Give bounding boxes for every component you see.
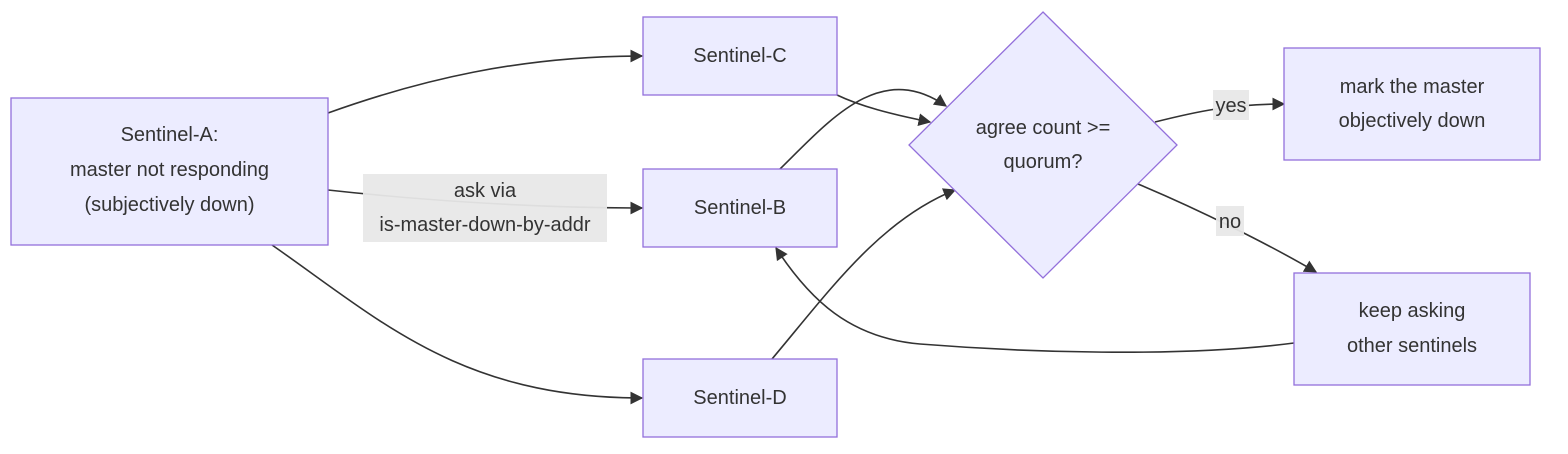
edge-d-to-quorum	[771, 188, 957, 360]
node-sentinel-c: Sentinel-C	[642, 16, 838, 96]
node-sentinel-a-line1: Sentinel-A:	[121, 124, 219, 146]
node-mark-objectively-down: mark the master objectively down	[1283, 47, 1541, 161]
node-keep-asking: keep asking other sentinels	[1293, 272, 1531, 386]
edge-label-yes: yes	[1213, 90, 1249, 120]
node-quorum-line1: agree count >=	[976, 117, 1111, 139]
node-mark-down-line2: objectively down	[1339, 110, 1486, 132]
edge-keep-to-b	[775, 246, 1295, 354]
node-sentinel-b-label: Sentinel-B	[694, 197, 786, 219]
node-quorum-line2: quorum?	[1004, 151, 1083, 173]
node-sentinel-d: Sentinel-D	[642, 358, 838, 438]
edge-label-no-text: no	[1219, 211, 1241, 233]
node-sentinel-c-label: Sentinel-C	[693, 45, 786, 67]
node-quorum-decision: agree count >= quorum?	[908, 11, 1178, 279]
edge-label-ask-via-line2: is-master-down-by-addr	[379, 214, 591, 236]
node-sentinel-a-line3: (subjectively down)	[84, 194, 254, 216]
node-keep-asking-line1: keep asking	[1359, 300, 1466, 322]
edge-a-to-c	[327, 49, 644, 114]
edge-label-no: no	[1216, 206, 1244, 236]
edge-label-ask-via-line1: ask via	[454, 180, 517, 202]
node-sentinel-a-line2: master not responding	[70, 159, 269, 181]
node-keep-asking-line2: other sentinels	[1347, 335, 1477, 357]
node-sentinel-b: Sentinel-B	[642, 168, 838, 248]
edge-label-ask-via: ask via is-master-down-by-addr	[363, 174, 607, 242]
edge-b-to-quorum	[779, 88, 948, 170]
edge-c-to-quorum	[836, 94, 932, 127]
node-sentinel-a: Sentinel-A: master not responding (subje…	[10, 97, 329, 246]
edge-a-to-d	[271, 244, 644, 405]
node-sentinel-d-label: Sentinel-D	[693, 387, 786, 409]
edge-label-yes-text: yes	[1215, 95, 1246, 117]
node-mark-down-line1: mark the master	[1340, 76, 1485, 98]
